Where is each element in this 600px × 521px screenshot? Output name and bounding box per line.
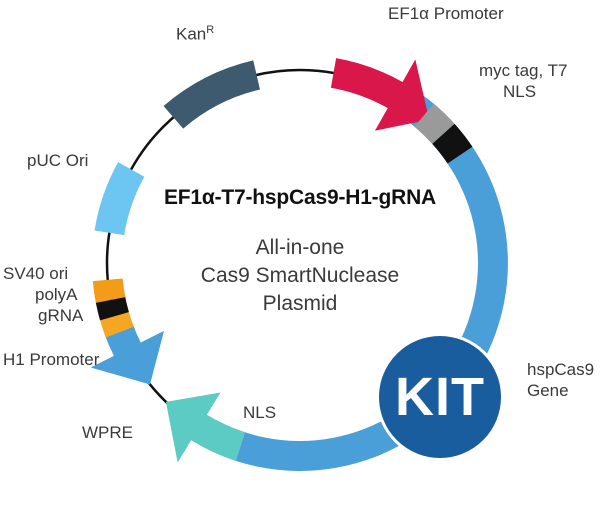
kit-badge: KIT bbox=[376, 333, 504, 461]
puc-ori-arc bbox=[94, 162, 145, 236]
ef1a-promoter-label: EF1α Promoter bbox=[388, 4, 504, 23]
kit-badge-text: KIT bbox=[395, 367, 485, 427]
nls-label-bottom: NLS bbox=[243, 403, 277, 422]
grna-label: gRNA bbox=[38, 306, 84, 325]
subtitle-line-3: Plasmid bbox=[262, 292, 338, 315]
kan-label-text: Kan bbox=[176, 24, 207, 44]
gene-label: Gene bbox=[527, 381, 569, 400]
nls-label-top: NLS bbox=[503, 82, 537, 101]
puc-ori-label: pUC Ori bbox=[27, 151, 89, 170]
wpre-label: WPRE bbox=[82, 423, 133, 442]
h1-promoter-arrow bbox=[90, 323, 165, 385]
subtitle-line-2: Cas9 SmartNuclease bbox=[200, 264, 400, 287]
plasmid-name: EF1α-T7-hspCas9-H1-gRNA bbox=[163, 186, 436, 209]
nls-segment-top bbox=[432, 123, 473, 164]
wpre-arrow bbox=[165, 392, 245, 463]
hspcas9-label: hspCas9 bbox=[527, 360, 595, 379]
kan-label: KanR bbox=[176, 20, 214, 45]
kan-label-sup: R bbox=[206, 24, 215, 36]
myc-tag-t7-label: myc tag, T7 bbox=[479, 61, 568, 80]
sv40-ori-segment bbox=[92, 278, 126, 303]
myc-tag-segment bbox=[414, 103, 455, 144]
kan-arc bbox=[163, 60, 260, 129]
sv40-ori-label: SV40 ori bbox=[3, 264, 69, 283]
polya-label: polyA bbox=[35, 285, 78, 304]
h1-promoter-label: H1 Promoter bbox=[3, 350, 100, 369]
subtitle-line-1: All-in-one bbox=[255, 236, 345, 259]
ef1a-promoter-arrow bbox=[330, 58, 430, 131]
grna-segment bbox=[95, 296, 129, 321]
